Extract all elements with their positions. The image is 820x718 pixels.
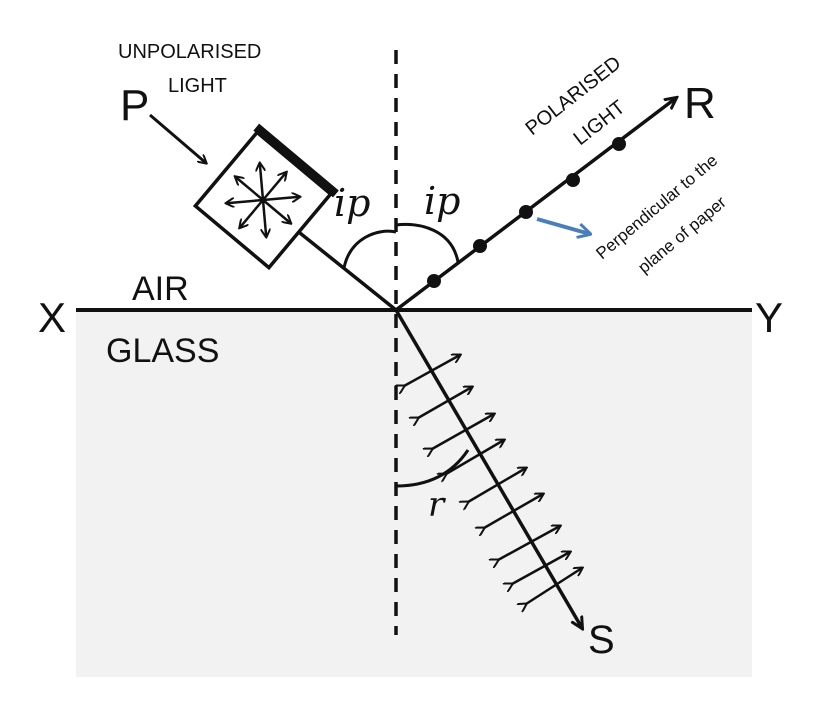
label-s: S: [588, 618, 615, 662]
label-air: AIR: [132, 270, 189, 308]
incidence-angle-arc: [342, 229, 397, 269]
reflection-angle-arc: [395, 222, 460, 263]
label-incidence-angle: ip: [334, 181, 370, 225]
polarisation-double-arrows: [404, 355, 582, 604]
label-glass: GLASS: [106, 332, 219, 370]
polariser-icon: [192, 123, 339, 271]
label-x: X: [38, 294, 66, 341]
polarisation-dots: [427, 137, 626, 288]
dot-icon: [473, 239, 487, 253]
dot-icon: [612, 137, 626, 151]
pointer-arrow: [536, 217, 590, 234]
dot-icon: [427, 274, 441, 288]
incident-ray-outer: [149, 113, 206, 163]
label-unpolarised-line2: LIGHT: [168, 75, 227, 97]
label-reflection-angle: ip: [424, 179, 460, 223]
refraction-angle-arc: [395, 449, 470, 488]
label-unpolarised-line1: UNPOLARISED: [118, 41, 261, 63]
label-y: Y: [755, 294, 783, 341]
double-arrow-icon: [446, 440, 504, 474]
double-arrow-icon: [526, 568, 582, 604]
label-r: R: [684, 79, 716, 128]
dot-icon: [566, 173, 580, 187]
double-arrow-icon: [404, 355, 460, 386]
dot-icon: [519, 205, 533, 219]
label-p: P: [120, 81, 149, 130]
label-refraction-angle: r: [428, 485, 446, 525]
reflected-ray: [394, 98, 676, 312]
double-arrow-icon: [484, 494, 543, 528]
